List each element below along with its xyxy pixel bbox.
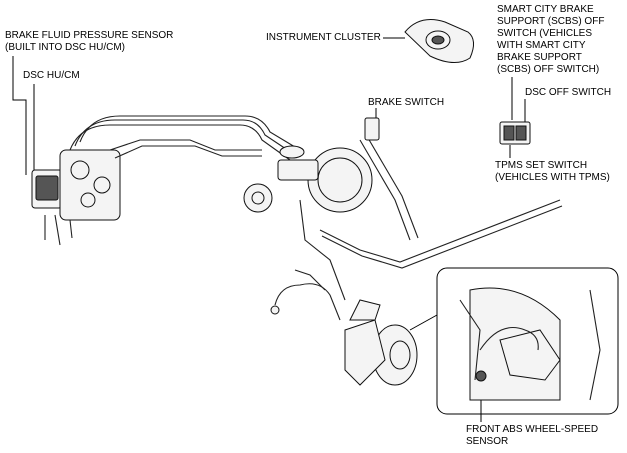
front-wheel-hub (344, 299, 418, 386)
label-brake-switch: BRAKE SWITCH (368, 97, 445, 108)
label-dsc-off-switch: DSC OFF SWITCH (525, 87, 612, 98)
label-brake-fluid-pressure-sensor: BRAKE FLUID PRESSURE SENSOR (BUILT INTO … (5, 30, 174, 53)
leader-lines (12, 37, 526, 422)
brake-booster (277, 117, 419, 241)
callout-frame (436, 267, 619, 415)
vacuum-pump (243, 183, 273, 213)
label-dsc-hu-cm: DSC HU/CM (23, 70, 80, 81)
dsc-off-switch-part (499, 121, 531, 145)
label-front-abs-wheel-speed-sensor: FRONT ABS WHEEL-SPEED SENSOR (466, 424, 599, 447)
label-instrument-cluster: INSTRUMENT CLUSTER (266, 32, 381, 43)
callout-connector (409, 314, 438, 331)
label-scbs-off-switch: SMART CITY BRAKE SUPPORT (SCBS) OFF SWIT… (497, 4, 605, 75)
detail-callout (409, 267, 619, 415)
instrument-cluster-part (404, 19, 474, 63)
label-tpms-set-switch: TPMS SET SWITCH (VEHICLES WITH TPMS) (495, 160, 610, 183)
leader-brake-fluid-pressure-sensor (12, 56, 27, 175)
sensor-harness (270, 269, 341, 321)
dsc-hu-cm-unit (31, 149, 121, 246)
brake-pipes (69, 115, 563, 301)
